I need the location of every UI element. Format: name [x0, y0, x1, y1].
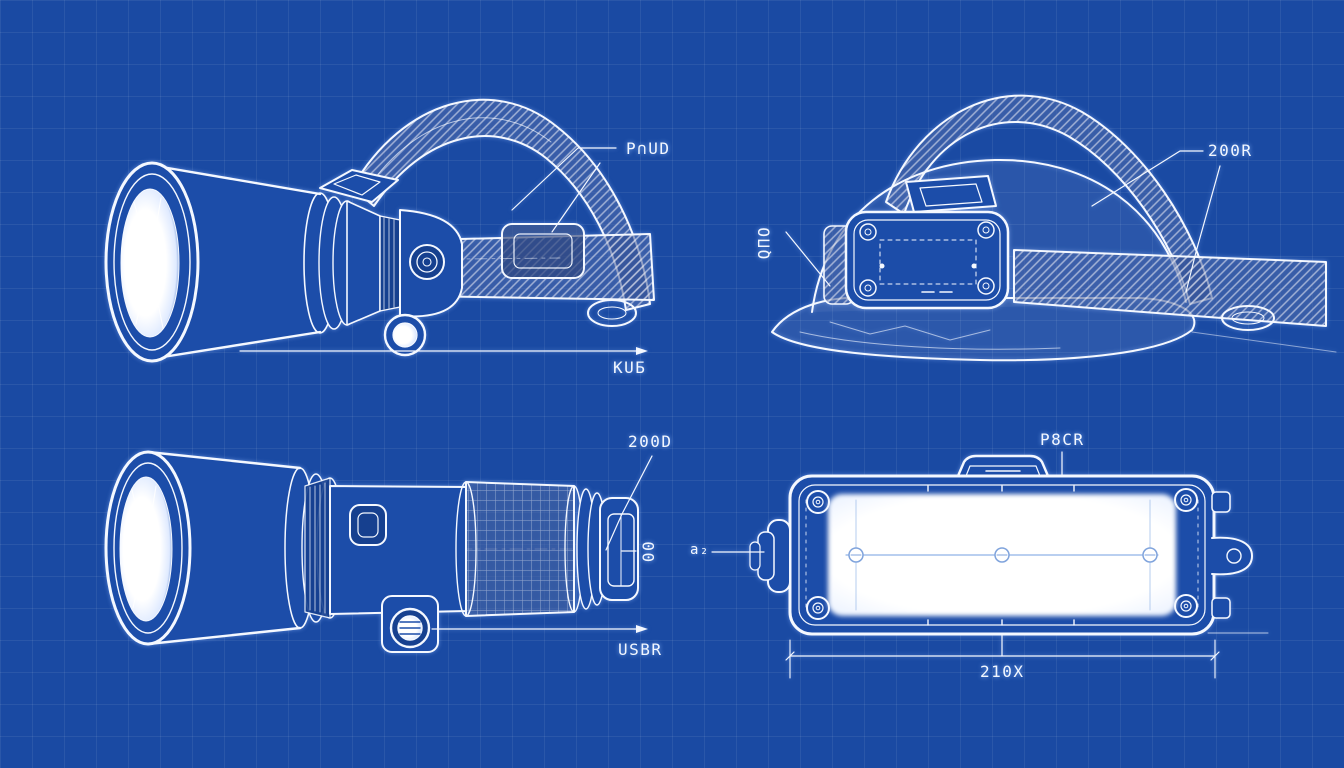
headlamp-dial — [409, 244, 445, 280]
strap-end-loop — [587, 299, 637, 327]
flashlight-barrel — [465, 481, 575, 617]
panel-dashed-outline — [879, 239, 977, 285]
label-flashlight-port: USBR — [618, 640, 663, 659]
leader-200d — [605, 455, 653, 551]
leader-qpo — [785, 231, 831, 287]
side-strap-loop — [1221, 305, 1275, 331]
arrowhead — [636, 347, 648, 355]
label-headlamp-base: KUБ — [613, 358, 647, 377]
label-helmet-strap: 200R — [1208, 141, 1253, 160]
headlamp-side-view — [104, 98, 655, 363]
label-panel-knob: a₂ — [690, 542, 710, 558]
label-panel-width: 210X — [980, 662, 1025, 681]
label-headlamp-strap: P∩UD — [626, 139, 671, 158]
flashlight-tailcap — [599, 497, 639, 601]
arrowhead — [636, 625, 648, 633]
panel-light-view — [711, 451, 1269, 679]
leader-200r — [1091, 150, 1204, 207]
label-flashlight-tail: 00 — [638, 541, 658, 564]
panel-right-tab-top — [1211, 491, 1231, 513]
headlamp-strap-arch — [351, 98, 651, 311]
helmet-mounted-view — [771, 94, 1337, 362]
panel-right-tab-bottom — [1211, 597, 1231, 619]
leader-pnud — [511, 147, 617, 211]
headlamp-top-bracket — [319, 169, 399, 203]
label-panel-top: P8CR — [1040, 430, 1085, 449]
flashlight-switch — [349, 504, 387, 546]
flashlight-side-view — [104, 450, 653, 653]
strap-buckle — [501, 223, 585, 279]
helmet-top-bracket — [905, 175, 997, 213]
label-flashlight-top: 200D — [628, 432, 673, 451]
label-helmet-side: QΠO — [754, 225, 774, 260]
panel-right-knob — [1211, 536, 1253, 576]
